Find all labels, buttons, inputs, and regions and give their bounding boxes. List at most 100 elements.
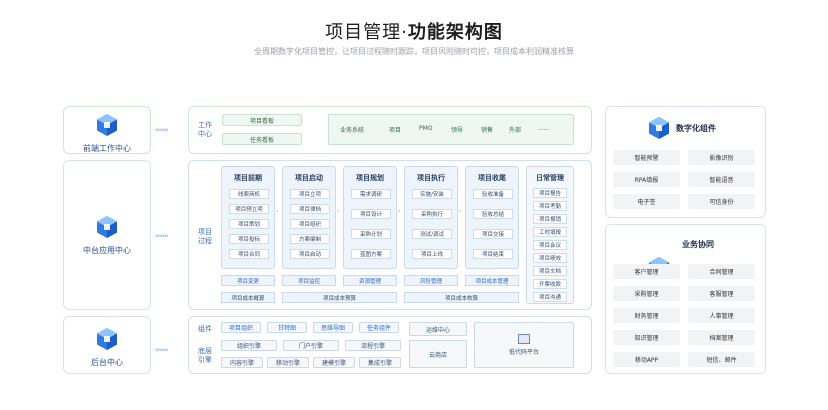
component-org[interactable]: 项目组织 <box>221 322 261 333</box>
lowcode-platform[interactable]: 低代码平台 <box>474 322 574 368</box>
stage-item[interactable]: 线索商机 <box>229 189 269 199</box>
stage-item[interactable]: 验收总结 <box>473 209 513 219</box>
middle-center-box: 中台应用中心 <box>63 160 151 310</box>
tag-external: 外部 <box>509 127 522 134</box>
control-cost[interactable]: 项目成本管理 <box>465 275 519 286</box>
stage-item[interactable]: 实施/安装 <box>412 189 452 199</box>
daily-item[interactable]: 项目绩效 <box>533 253 567 263</box>
digital-item[interactable]: 电子签 <box>613 194 680 209</box>
stage-item[interactable]: 采购执行 <box>412 209 452 219</box>
title-main: 项目管理· <box>325 22 408 43</box>
cost-accounting[interactable]: 项目成本核算 <box>404 292 519 303</box>
engine-content[interactable]: 内容引擎 <box>221 357 263 368</box>
chevron-arrows-icon: › <box>276 208 279 215</box>
stage-item[interactable]: 蓝图方案 <box>351 249 391 259</box>
engine-integration[interactable]: 集成引擎 <box>359 357 401 368</box>
stage-item[interactable]: 验收准备 <box>473 189 513 199</box>
biz-item[interactable]: 知识管理 <box>613 330 680 345</box>
stage-item[interactable]: 项目律档 <box>290 204 330 214</box>
stage-item[interactable]: 项目设计 <box>351 209 391 219</box>
stage-item[interactable]: 项目交接 <box>473 229 513 239</box>
daily-item[interactable]: 项目会议 <box>533 240 567 250</box>
chevron-arrows-icon: ››››››› <box>155 126 169 134</box>
front-center-box: 前端工作中心 <box>63 106 151 154</box>
daily-item[interactable]: 工时填报 <box>533 227 567 237</box>
cost-budget[interactable]: 项目成本预算 <box>282 292 397 303</box>
stage-item[interactable]: 项目启动 <box>290 249 330 259</box>
control-resource[interactable]: 资源管理 <box>343 275 397 286</box>
tag-sales: 销售 <box>481 127 494 134</box>
stage-item[interactable]: 测试/调试 <box>412 229 452 239</box>
biz-item[interactable]: 合同管理 <box>688 264 755 279</box>
digital-item[interactable]: 可信身份 <box>688 194 755 209</box>
stage-item[interactable]: 项目立项 <box>290 189 330 199</box>
digital-item[interactable]: 智能语音 <box>688 172 755 187</box>
stage-item[interactable]: 项目结束 <box>473 249 513 259</box>
biz-item[interactable]: 财务管理 <box>613 308 680 323</box>
stage-item[interactable]: 项目策划 <box>229 219 269 229</box>
control-monitor[interactable]: 项目监控 <box>282 275 336 286</box>
biz-item[interactable]: 短信、邮件 <box>688 352 755 367</box>
process-label-2: 过程 <box>198 237 212 245</box>
engine-label-1: 底层 <box>198 347 212 355</box>
biz-item[interactable]: 客服管理 <box>688 286 755 301</box>
engine-flow[interactable]: 流程引擎 <box>345 340 401 351</box>
stage-item[interactable]: 方案编制 <box>290 234 330 244</box>
biz-item[interactable]: 采购管理 <box>613 286 680 301</box>
cube-logo-icon <box>96 327 118 351</box>
daily-item[interactable]: 项目报销 <box>533 214 567 224</box>
tag-project: 项目 <box>389 127 402 134</box>
stakeholder-strip <box>328 114 574 145</box>
stage-title: 项目前期 <box>234 174 262 182</box>
chevron-arrows-icon: ››››››› <box>155 232 169 240</box>
stage-item[interactable]: 项目合同 <box>229 249 269 259</box>
stage-item[interactable]: 项目投标 <box>229 234 269 244</box>
stage-column-4: 项目收尾 验收准备 验收总结 项目交接 项目结束 <box>465 166 519 269</box>
digital-item[interactable]: 智能预警 <box>613 150 680 165</box>
stage-column-2: 项目规划 需求调研 项目设计 采购计划 蓝图方案 <box>343 166 397 269</box>
board-task[interactable]: 任务看板 <box>222 133 302 145</box>
cloud-store[interactable]: 云商店 <box>409 340 467 368</box>
daily-item[interactable]: 开票收款 <box>533 279 567 289</box>
title-bold: 功能架构图 <box>407 22 503 43</box>
chevron-arrows-icon: › <box>398 208 401 215</box>
ops-center[interactable]: 运维中心 <box>409 322 467 336</box>
back-center-label: 后台中心 <box>91 358 123 367</box>
control-risk[interactable]: 风险管理 <box>404 275 458 286</box>
digital-item[interactable]: 影像识别 <box>688 150 755 165</box>
biz-item[interactable]: 人事管理 <box>688 308 755 323</box>
biz-title: 业务协同 <box>682 240 714 249</box>
engine-portal[interactable]: 门户引擎 <box>283 340 339 351</box>
daily-item[interactable]: 项目沟通 <box>533 292 567 302</box>
back-center-box: 后台中心 <box>63 316 151 374</box>
work-center-label-2: 中心 <box>198 130 212 138</box>
component-gantt[interactable]: 甘特图 <box>267 322 307 333</box>
stage-item[interactable]: 项目上线 <box>412 249 452 259</box>
digital-item[interactable]: RPA填报 <box>613 172 680 187</box>
stage-item[interactable]: 项目预立项 <box>229 204 269 214</box>
daily-item[interactable]: 项目文档 <box>533 266 567 276</box>
tag-more: ...... <box>538 125 550 132</box>
stage-title: 项目执行 <box>417 174 445 182</box>
engine-org[interactable]: 组织引擎 <box>221 340 277 351</box>
stage-column-1: 项目启动 项目立项 项目律档 项目组织 方案编制 项目启动 <box>282 166 336 269</box>
control-change[interactable]: 项目变更 <box>221 275 275 286</box>
chevron-arrows-icon: › <box>337 208 340 215</box>
components-label: 组件 <box>198 325 212 333</box>
daily-item[interactable]: 项目考勤 <box>533 201 567 211</box>
cost-estimate[interactable]: 项目成本概算 <box>221 292 275 303</box>
biz-item[interactable]: 移动APP <box>613 352 680 367</box>
daily-column: 日常管理 项目报告 项目考勤 项目报销 工时填报 项目会议 项目绩效 项目文档 … <box>526 166 574 304</box>
board-project[interactable]: 项目看板 <box>222 114 302 126</box>
daily-item[interactable]: 项目报告 <box>533 188 567 198</box>
biz-item[interactable]: 档案管理 <box>688 330 755 345</box>
stage-item[interactable]: 需求调研 <box>351 189 391 199</box>
component-mindmap[interactable]: 思维导图 <box>313 322 353 333</box>
stage-item[interactable]: 项目组织 <box>290 219 330 229</box>
biz-item[interactable]: 客户管理 <box>613 264 680 279</box>
engine-mobile[interactable]: 移动引擎 <box>267 357 309 368</box>
tag-biz-system: 业务系统 <box>340 127 365 134</box>
stage-item[interactable]: 采购计划 <box>351 229 391 239</box>
engine-modeling[interactable]: 建模引擎 <box>313 357 355 368</box>
component-task[interactable]: 任务组件 <box>359 322 399 333</box>
